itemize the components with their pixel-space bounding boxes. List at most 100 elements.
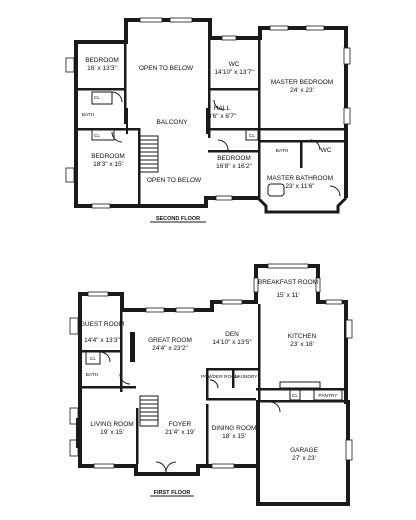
room-name: PANTRY xyxy=(318,393,338,399)
door-swing xyxy=(155,461,167,473)
first-floor-plan: BREAKFAST ROOM 15' x 11' GUEST ROOM 14'4… xyxy=(69,263,353,506)
room-name: LIVING ROOM xyxy=(90,421,133,428)
bathtub xyxy=(267,183,285,197)
window xyxy=(211,463,235,469)
window xyxy=(343,47,351,65)
interior-wall xyxy=(206,368,209,400)
room-name: KITCHEN xyxy=(288,333,317,340)
room-name: GREAT ROOM xyxy=(148,337,192,344)
interior-wall xyxy=(136,408,139,464)
room-dimensions: 16' x 13'3" xyxy=(87,65,117,72)
room-dimensions: 24' x 23' xyxy=(290,87,314,94)
window xyxy=(269,25,289,31)
pantry-box xyxy=(313,389,343,401)
interior-wall xyxy=(258,38,261,128)
room-name: MASTER BATHROOM xyxy=(267,175,333,182)
window xyxy=(253,277,259,293)
exterior-wall xyxy=(256,400,260,506)
room-name: CL xyxy=(94,95,100,101)
room-dimensions: 8'6" x 6'7" xyxy=(208,113,237,120)
room-name: OPEN TO BELOW xyxy=(147,177,202,184)
interior-wall xyxy=(206,404,209,464)
interior-wall xyxy=(82,350,122,353)
window xyxy=(215,195,233,201)
door-swing xyxy=(309,139,321,151)
door-swing xyxy=(111,91,123,103)
exterior-wall xyxy=(196,464,200,476)
second-floor-plan: BEDROOM 16' x 13'3" OPEN TO BELOW WC 14'… xyxy=(65,17,351,223)
room-name: BREAKFAST ROOM xyxy=(258,279,318,286)
interior-wall xyxy=(232,368,235,388)
balcony-rail xyxy=(206,108,208,134)
window xyxy=(93,463,115,469)
room-dimensions: 14'10" x 13'7" xyxy=(214,69,254,76)
exterior-wall xyxy=(208,18,212,38)
exterior-wall xyxy=(258,26,348,30)
window xyxy=(69,317,79,335)
interior-wall xyxy=(258,128,261,198)
room-name: CL xyxy=(249,133,255,139)
interior-wall xyxy=(256,400,346,403)
fireplace xyxy=(130,332,135,362)
kitchen-counter xyxy=(279,381,321,389)
room-dimensions: 16'8" x 16'2" xyxy=(216,163,252,170)
closet-box xyxy=(289,389,301,401)
exterior-wall xyxy=(74,40,126,44)
room-name: BATH xyxy=(86,372,99,378)
room-name: GARAGE xyxy=(290,447,318,454)
room-name: MASTER BEDROOM xyxy=(271,79,333,86)
window xyxy=(169,17,193,23)
exterior-wall xyxy=(344,300,348,404)
door-swing xyxy=(269,401,281,413)
room-dimensions: 24'4" x 23'2" xyxy=(152,345,188,352)
room-dimensions: 19' x 15' xyxy=(100,429,124,436)
staircase xyxy=(139,135,159,173)
room-name: BEDROOM xyxy=(91,153,125,160)
room-name: BEDROOM xyxy=(85,57,119,64)
room-name: OPEN TO BELOW xyxy=(139,65,194,72)
door-swing xyxy=(217,139,229,151)
door-swing xyxy=(209,379,219,389)
window xyxy=(343,107,351,125)
floor-caption: SECOND FLOOR xyxy=(156,216,200,222)
window xyxy=(221,35,237,41)
window xyxy=(87,291,109,297)
door-swing xyxy=(329,185,341,197)
window xyxy=(221,299,243,305)
bay-wall xyxy=(256,196,348,214)
interior-wall xyxy=(82,386,122,389)
room-name: BATH xyxy=(276,148,289,154)
room-name: BALCONY xyxy=(156,119,188,126)
window xyxy=(145,307,165,313)
room-name: CL xyxy=(90,356,96,362)
window xyxy=(345,319,353,339)
door-swing xyxy=(99,351,111,363)
door-swing xyxy=(119,373,131,385)
balcony-rail xyxy=(126,108,128,134)
room-dimensions: 27' x 23' xyxy=(292,455,316,462)
window xyxy=(267,263,309,269)
window xyxy=(345,439,353,461)
closet-box xyxy=(91,91,113,105)
room-name: WC xyxy=(229,61,240,68)
floor-caption: FIRST FLOOR xyxy=(154,490,191,496)
interior-wall xyxy=(208,88,258,91)
interior-wall xyxy=(208,128,244,131)
exterior-wall xyxy=(134,472,200,476)
room-dimensions: 23' x 11'6" xyxy=(285,183,315,190)
room-name: DINING ROOM xyxy=(212,425,257,432)
window xyxy=(139,17,163,23)
interior-wall xyxy=(206,398,256,401)
staircase xyxy=(139,395,159,427)
exterior-wall xyxy=(134,464,138,476)
window xyxy=(69,407,79,425)
window xyxy=(315,277,321,293)
interior-wall xyxy=(208,150,258,153)
interior-wall xyxy=(256,388,346,391)
fireplace xyxy=(76,418,82,448)
closet-box xyxy=(91,129,115,141)
interior-wall xyxy=(124,44,127,124)
room-name: WC xyxy=(321,147,332,154)
interior-wall xyxy=(122,386,136,389)
